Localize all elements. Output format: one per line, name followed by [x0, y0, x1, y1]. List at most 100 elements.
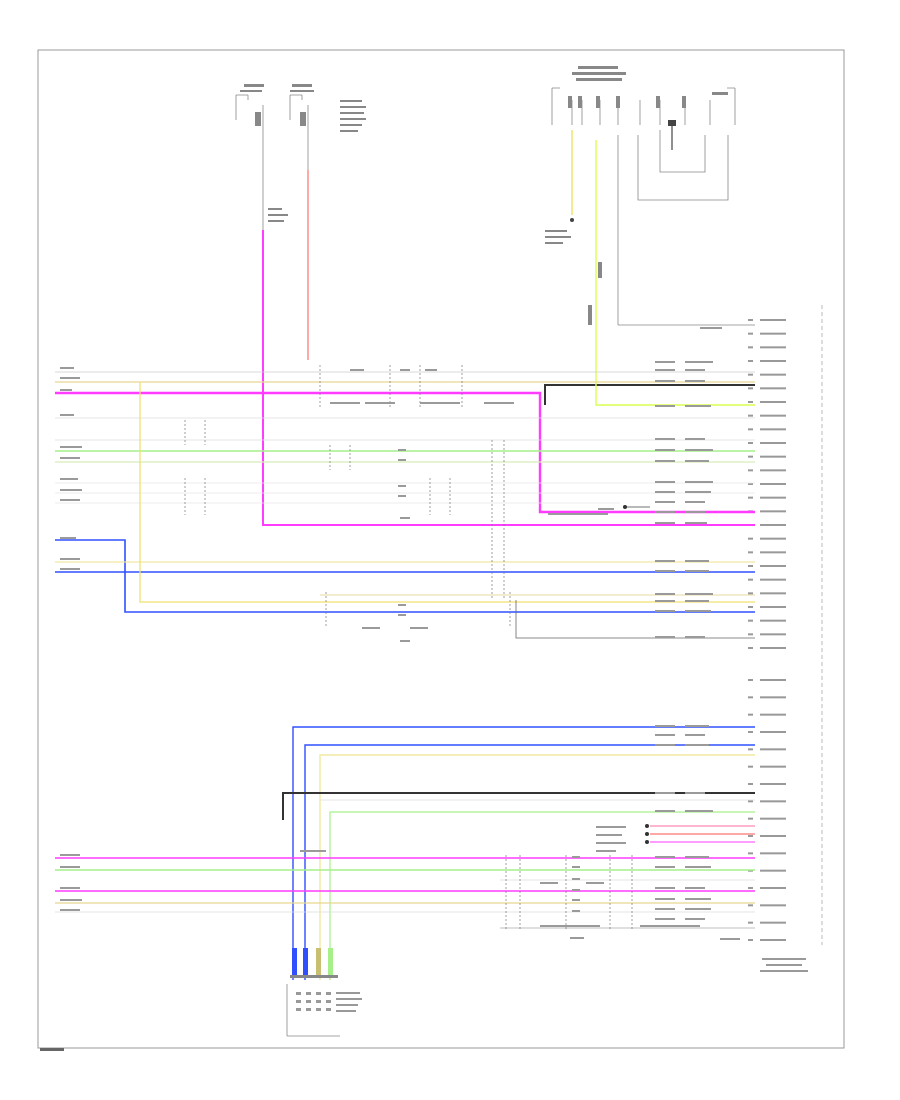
module-pin-label	[760, 469, 786, 472]
module-pin	[748, 551, 753, 554]
module-pin	[748, 904, 753, 907]
module-pin-label	[760, 565, 786, 567]
module-pin-label	[760, 346, 786, 349]
module-pin-label	[760, 765, 786, 768]
module-pin-label	[760, 647, 786, 649]
diagram-frame	[37, 49, 845, 1049]
module-pin-label	[760, 679, 786, 681]
module-pin	[748, 442, 753, 444]
module-pin	[748, 387, 753, 390]
switch-connector-top-right	[551, 87, 755, 326]
module-pin	[748, 679, 753, 681]
module-pin	[748, 713, 753, 716]
fuse-group-top-left	[235, 94, 309, 360]
module-pin	[748, 537, 753, 540]
module-wire-codes-lower	[655, 725, 740, 940]
module-pin	[748, 783, 753, 785]
module-pin	[748, 633, 753, 636]
module-pin-label	[760, 592, 786, 595]
module-pin	[748, 455, 753, 458]
top-right-labels	[545, 66, 728, 325]
wire-tan-vertical	[139, 382, 755, 603]
wire-yellow-lower	[319, 754, 755, 980]
module-pin-label	[760, 428, 786, 431]
module-pin-label	[760, 578, 786, 581]
lower-splice-labels	[596, 824, 755, 852]
module-pin	[748, 748, 753, 751]
module-pin-label	[760, 442, 786, 444]
module-pin-label	[760, 319, 786, 321]
module-pin-label	[760, 869, 786, 872]
module-pin	[748, 401, 753, 403]
module-pin	[748, 800, 753, 803]
module-pin-label	[760, 332, 786, 335]
module-pin-label	[760, 373, 786, 376]
module-pin	[748, 835, 753, 837]
module-pin-label	[760, 800, 786, 803]
module-pin	[748, 765, 753, 768]
module-pin-label	[760, 904, 786, 907]
module-caption	[760, 958, 808, 972]
module-pin	[748, 921, 753, 924]
module-pin	[748, 414, 753, 417]
wire-blue-lower-2	[304, 744, 755, 980]
module-pin-label	[760, 713, 786, 716]
module-pin-label	[760, 887, 786, 889]
bundle-labels-lower	[60, 850, 700, 939]
module-pin	[748, 592, 753, 595]
module-pin-label	[760, 783, 786, 785]
module-pin	[748, 619, 753, 622]
module-pin-label	[760, 483, 786, 485]
switch-ground-point	[570, 218, 574, 222]
module-pin	[748, 887, 753, 889]
module-pin-label	[760, 401, 786, 403]
module-pin-label	[760, 696, 786, 699]
module-pin	[748, 319, 753, 321]
wire-yellow-green-switch	[595, 140, 755, 406]
module-connector-lower	[748, 679, 786, 941]
module-pin-label	[760, 455, 786, 458]
module-pin-label	[760, 606, 786, 608]
module-pin-label	[760, 731, 786, 733]
module-pin-label	[760, 414, 786, 417]
module-pin-label	[760, 835, 786, 837]
module-pin-label	[760, 387, 786, 390]
module-pin	[748, 428, 753, 431]
module-pin	[748, 332, 753, 335]
module-pin-label	[760, 939, 786, 941]
module-pin-label	[760, 537, 786, 540]
module-pin-label	[760, 510, 786, 513]
module-pin-label	[760, 360, 786, 362]
module-pin	[748, 731, 753, 733]
splice-dashes-lower	[505, 855, 633, 930]
wire-black-lower	[282, 792, 755, 820]
module-pin-label	[760, 633, 786, 636]
module-pin	[748, 469, 753, 472]
wire-gray-bottom-upper	[515, 600, 755, 639]
module-pin-label	[760, 619, 786, 622]
splice-dashes-upper	[184, 365, 511, 628]
module-pin-label	[760, 852, 786, 855]
bundle-labels-upper	[60, 367, 614, 642]
wire-pink-upper	[55, 391, 755, 514]
module-pin	[748, 496, 753, 499]
module-pin	[748, 696, 753, 699]
module-pin-label	[760, 748, 786, 751]
module-pin-label	[760, 921, 786, 924]
module-pin-label	[760, 524, 786, 526]
module-pin	[748, 483, 753, 485]
ground-terminal-upper	[623, 505, 627, 509]
module-pin-label	[760, 551, 786, 554]
module-connector-upper	[748, 319, 786, 649]
wire-blue-left	[55, 539, 755, 613]
module-pin-label	[760, 496, 786, 499]
module-pin	[748, 360, 753, 362]
wire-green-lower	[329, 811, 755, 980]
module-pin	[748, 578, 753, 581]
module-pin	[748, 852, 753, 855]
module-pin	[748, 565, 753, 567]
switch-terminal	[668, 120, 676, 126]
module-pin	[748, 817, 753, 820]
bottom-connector	[286, 948, 362, 1037]
